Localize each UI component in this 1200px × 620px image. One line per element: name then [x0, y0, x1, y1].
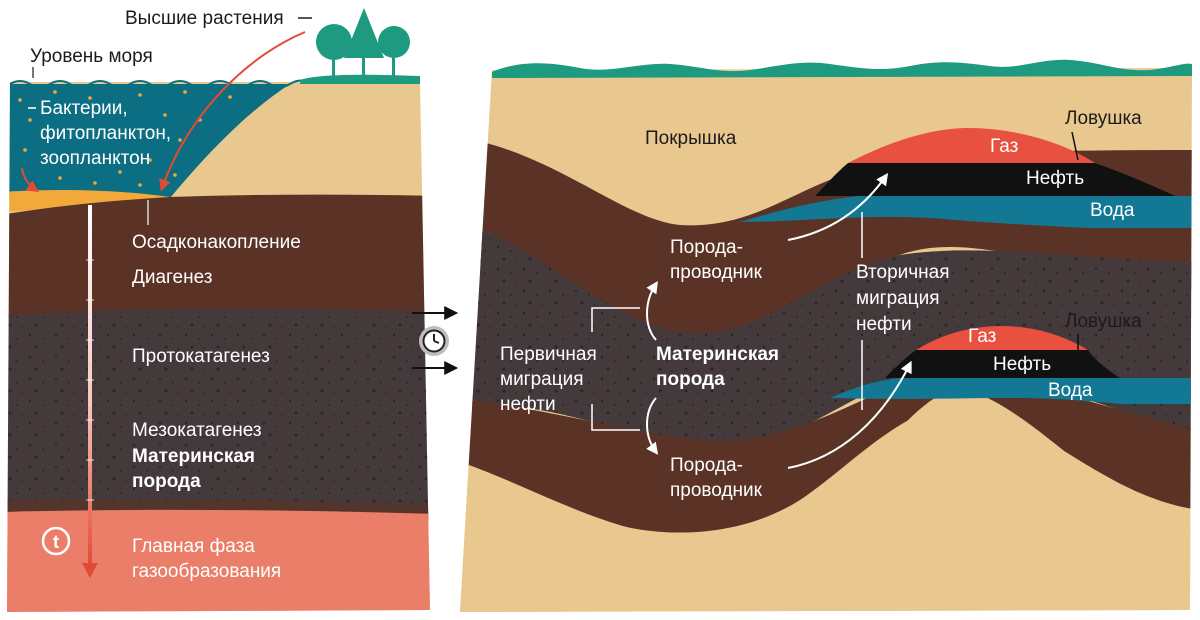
- secondary-migration-label-2: миграция: [856, 288, 940, 309]
- gas-phase-zone: [7, 509, 430, 612]
- gas-upper: [848, 128, 1095, 163]
- trap-label-lower: Ловушка: [1065, 311, 1142, 332]
- primary-migration-label-1: Первичная: [500, 344, 597, 365]
- diagenesis-label: Диагенез: [132, 267, 212, 288]
- lower-sand: [460, 390, 1192, 612]
- water-label-upper: Вода: [1090, 200, 1135, 221]
- source-rock-label-right-2: порода: [656, 369, 725, 390]
- plankton-arrow: [21, 167, 39, 192]
- gas-label-upper: Газ: [990, 136, 1018, 157]
- left-panel: [7, 82, 430, 612]
- oil-lower: [885, 350, 1120, 378]
- sedimentation-label: Осадконакопление: [132, 232, 301, 253]
- time-transition: [412, 306, 459, 375]
- grass-top: [492, 59, 1192, 78]
- carrier-upper-label-2: проводник: [670, 262, 763, 283]
- water-label-lower: Вода: [1048, 380, 1093, 401]
- plankton-label-1: Бактерии,: [40, 98, 128, 119]
- sea-level-label: Уровень моря: [30, 46, 153, 67]
- primary-migration-arrow-down: [646, 397, 659, 455]
- water-upper: [740, 196, 1192, 228]
- primary-migration-label-2: миграция: [500, 369, 584, 390]
- sea-water: [7, 84, 290, 198]
- gas-phase-label-2: газообразования: [132, 561, 281, 582]
- time-icon: t: [41, 526, 71, 556]
- protocatagenesis-label: Протокатагенез: [132, 346, 270, 367]
- carrier-lower-label-1: Порода-: [670, 455, 743, 476]
- grass-strip: [300, 74, 420, 84]
- oil-upper: [815, 163, 1175, 196]
- plants-label: Высшие растения: [125, 8, 284, 29]
- cap-rock-label: Покрышка: [645, 128, 737, 149]
- water-lower: [830, 378, 1192, 404]
- plankton-label-2: фитопланктон,: [40, 123, 171, 144]
- secondary-migration-label-3: нефти: [856, 314, 912, 335]
- carrier-upper-label-1: Порода-: [670, 237, 743, 258]
- secondary-migration-arrow-upper: [787, 173, 889, 241]
- secondary-migration-label-1: Вторичная: [856, 262, 950, 283]
- source-rock-label-1: Материнская: [132, 446, 255, 467]
- secondary-migration-arrow-lower: [787, 360, 912, 469]
- source-rock-label-2: порода: [132, 471, 201, 492]
- svg-text:t: t: [53, 532, 59, 552]
- plankton-dots: [18, 90, 232, 187]
- clock-icon: [419, 326, 449, 356]
- carrier-lower-label-2: проводник: [670, 480, 763, 501]
- gas-phase-label-1: Главная фаза: [132, 536, 255, 557]
- oil-label-lower: Нефть: [993, 354, 1051, 375]
- gas-label-lower: Газ: [968, 326, 996, 347]
- plankton-label-3: зоопланктон: [40, 148, 150, 169]
- brown-layer: [7, 194, 430, 320]
- primary-migration-arrow-up: [646, 281, 658, 341]
- time-arrow-head: [82, 563, 98, 578]
- gas-lower: [916, 326, 1088, 350]
- source-rock-label-right-1: Материнская: [656, 344, 779, 365]
- primary-migration-label-3: нефти: [500, 394, 556, 415]
- trap-label-upper: Ловушка: [1065, 108, 1142, 129]
- plants-arrow: [159, 31, 306, 192]
- mesocatagenesis-label: Мезокатагенез: [132, 420, 262, 441]
- time-axis: [88, 205, 92, 565]
- trees-icon: [316, 8, 410, 78]
- oil-label-upper: Нефть: [1026, 168, 1084, 189]
- right-panel: [460, 68, 1192, 612]
